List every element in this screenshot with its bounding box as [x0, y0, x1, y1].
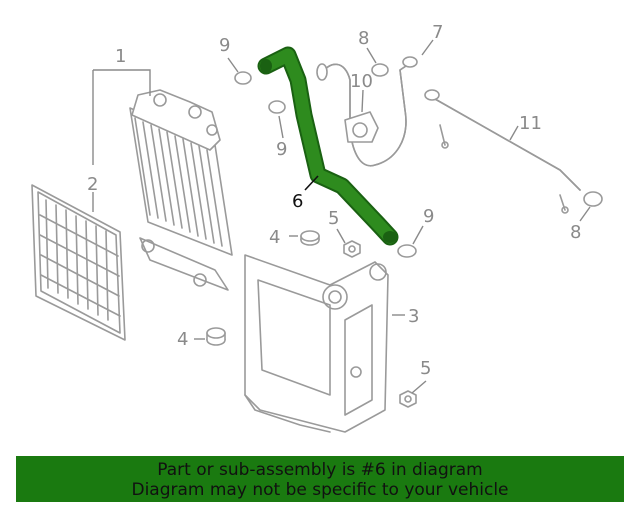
- nut-part-lower[interactable]: [399, 390, 417, 408]
- leader-lines: [92, 39, 591, 394]
- coolant-hose-7-part[interactable]: [316, 56, 418, 167]
- clamp-part-9-top[interactable]: [234, 71, 252, 85]
- clip-holder-part[interactable]: [344, 111, 379, 143]
- callout-6: 6: [292, 191, 303, 212]
- clamp-part-9-middle[interactable]: [268, 100, 286, 114]
- part-info-banner: Part or sub-assembly is #6 in diagram Di…: [16, 456, 624, 502]
- callout-9-right: 9: [423, 206, 434, 227]
- callout-9-top: 9: [219, 35, 230, 56]
- callout-9-middle: 9: [276, 139, 287, 160]
- callout-5-upper: 5: [328, 208, 339, 229]
- nut-part-upper[interactable]: [343, 240, 361, 258]
- mount-part-lower[interactable]: [206, 327, 226, 346]
- bracket-part[interactable]: [244, 254, 389, 433]
- clamp-part-8-lower[interactable]: [583, 191, 603, 207]
- callout-8-upper: 8: [358, 28, 369, 49]
- clamp-part-8-upper[interactable]: [371, 63, 389, 77]
- radiator-part[interactable]: [129, 89, 233, 291]
- coolant-pipe-part[interactable]: [424, 89, 581, 214]
- mount-part-upper[interactable]: [300, 230, 320, 246]
- callout-7: 7: [432, 22, 443, 43]
- banner-line-disclaimer: Diagram may not be specific to your vehi…: [131, 480, 509, 500]
- callout-11: 11: [519, 113, 542, 134]
- callout-2: 2: [87, 174, 98, 195]
- callout-3: 3: [408, 306, 419, 327]
- callout-4-upper: 4: [269, 227, 280, 248]
- banner-line-part: Part or sub-assembly is #6 in diagram: [157, 460, 483, 480]
- parts-diagram: 1 2 3 4 4 5 5 6 7 8 8 9 9 9 10 11: [31, 22, 603, 433]
- callout-4-lower: 4: [177, 329, 188, 350]
- clamp-part-9-right[interactable]: [397, 244, 417, 258]
- grille-cover-part[interactable]: [31, 184, 126, 341]
- highlighted-hose-part-6[interactable]: [257, 46, 399, 246]
- callout-10: 10: [350, 71, 373, 92]
- callout-5-lower: 5: [420, 358, 431, 379]
- callout-1: 1: [115, 46, 126, 67]
- callout-8-lower: 8: [570, 222, 581, 243]
